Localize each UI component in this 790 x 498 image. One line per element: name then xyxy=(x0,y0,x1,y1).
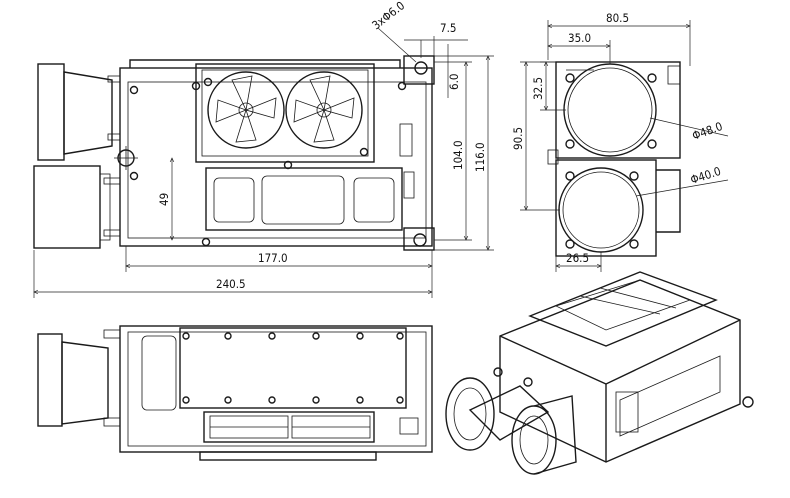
isometric-view xyxy=(445,271,754,475)
hole-callout-label: 3xΦ6.0 xyxy=(369,0,407,32)
side-view-dimensions xyxy=(520,20,729,272)
total-height-label: 116.0 xyxy=(473,142,487,172)
inner-height-label: 104.0 xyxy=(451,140,465,170)
front-view-dimensions xyxy=(34,27,494,298)
side-width-label: 80.5 xyxy=(606,11,629,25)
bottom-offset-label: 26.5 xyxy=(566,251,589,265)
total-length-label: 240.5 xyxy=(216,277,246,291)
lens-offset-y-label: 32.5 xyxy=(531,77,545,100)
hole-offset-label: 6.0 xyxy=(447,74,461,90)
internal-height-label: 49 xyxy=(157,193,171,206)
top-offset-label: 7.5 xyxy=(440,21,456,35)
bottom-view xyxy=(37,325,433,461)
front-view xyxy=(33,55,435,251)
lens-offset-x-label: 35.0 xyxy=(568,31,591,45)
lens-diameter-small-label: Φ40.0 xyxy=(689,164,723,187)
lens-diameter-large-label: Φ48.0 xyxy=(690,119,724,143)
side-height-label: 90.5 xyxy=(511,127,525,150)
side-view xyxy=(547,61,681,257)
body-length-label: 177.0 xyxy=(258,251,288,265)
